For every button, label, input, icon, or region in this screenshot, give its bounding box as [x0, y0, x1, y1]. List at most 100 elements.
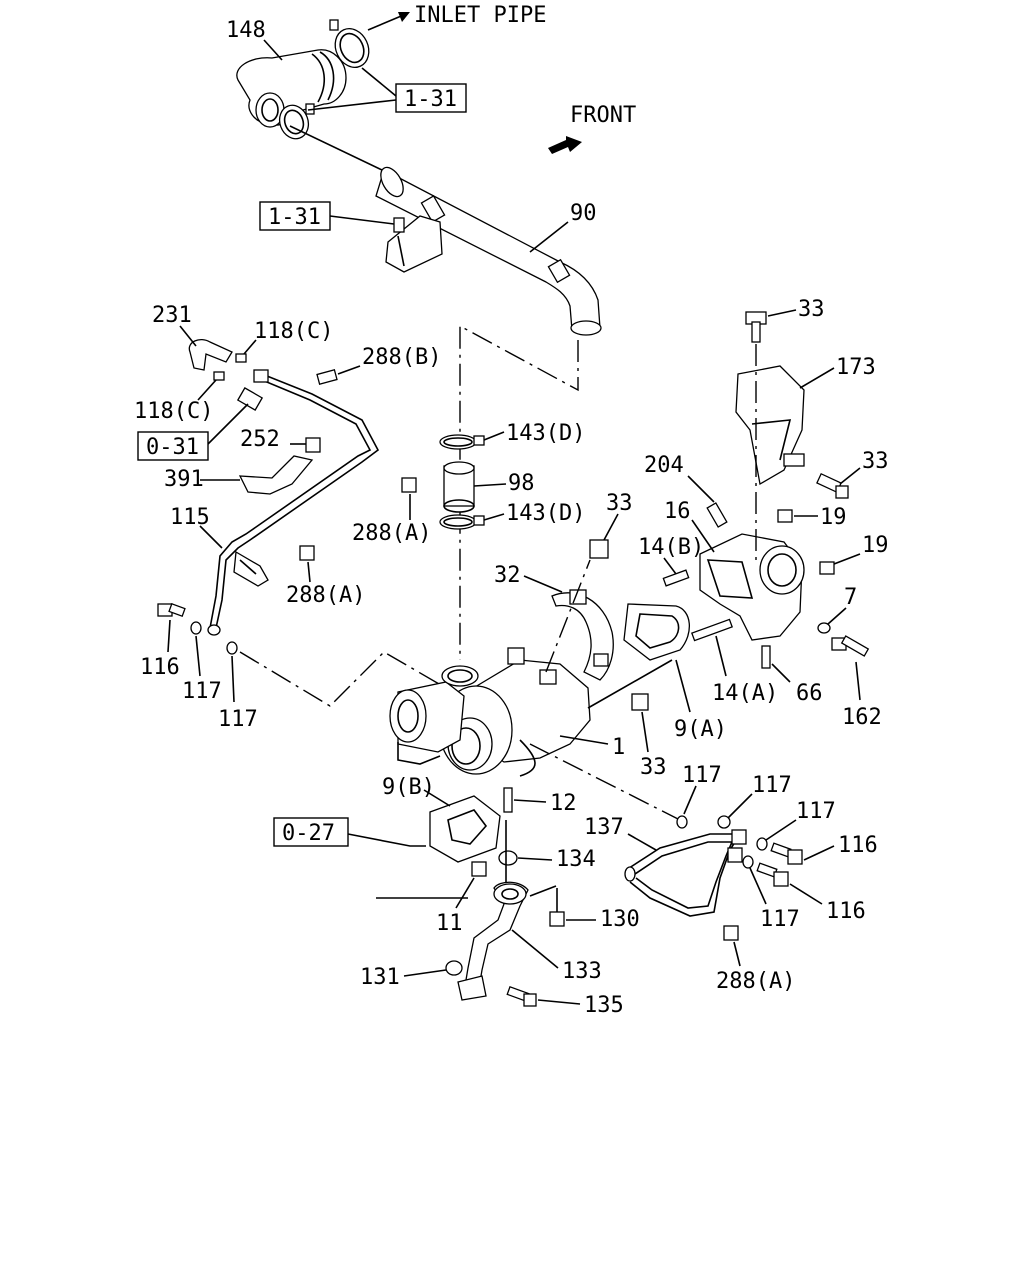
- callout-33-right: 33: [862, 449, 889, 474]
- stud-14b: [662, 569, 690, 587]
- callout-116-left: 116: [140, 655, 180, 680]
- bolt-288a-mid: [299, 545, 315, 561]
- assembly-line: [239, 651, 447, 707]
- callout-118c-upper: 118(C): [254, 319, 333, 344]
- callout-1: 1: [612, 735, 625, 760]
- pin-204: [706, 502, 728, 528]
- pipe-bracket: [385, 215, 443, 273]
- callout-19-a: 19: [820, 505, 847, 530]
- callout-33-mid: 33: [606, 491, 633, 516]
- callout-118c-lower: 118(C): [134, 399, 213, 424]
- callout-131: 131: [360, 965, 400, 990]
- callout-116-r1: 116: [838, 833, 878, 858]
- callout-19-b: 19: [862, 533, 889, 558]
- callout-7: 7: [844, 585, 857, 610]
- bolt-116-left: [157, 603, 186, 617]
- bracket-pipe-clip: [233, 550, 269, 587]
- callout-130: 130: [600, 907, 640, 932]
- bolt-288a-upper: [401, 477, 417, 493]
- connector-0-31: [236, 387, 264, 411]
- washer-134: [498, 850, 518, 866]
- callout-252: 252: [240, 427, 280, 452]
- callout-135: 135: [584, 993, 624, 1018]
- callout-33-low: 33: [640, 755, 667, 780]
- turbocharger-assembly-1: [389, 647, 591, 777]
- fitting-block: [727, 829, 747, 863]
- bolt-288a-lower: [723, 925, 739, 941]
- bolt-288b: [316, 369, 338, 385]
- callout-11: 11: [436, 911, 463, 936]
- callout-173: 173: [836, 355, 876, 380]
- hose-clamp-upper: [329, 19, 370, 68]
- callout-288a-upper: 288(A): [352, 521, 431, 546]
- callout-162: 162: [842, 705, 882, 730]
- clamp-143d-upper: [439, 434, 485, 450]
- callout-117-r1: 117: [682, 763, 722, 788]
- o-ring-131: [445, 960, 463, 976]
- callout-143d-upper: 143(D): [506, 421, 585, 446]
- callout-204: 204: [644, 453, 684, 478]
- callout-9b: 9(B): [382, 775, 435, 800]
- inlet-hose-148: [236, 49, 347, 128]
- clip-118c-upper: [235, 353, 247, 363]
- nut-11: [471, 861, 487, 877]
- assembly-line: [545, 559, 591, 673]
- stud-66: [761, 645, 771, 669]
- water-pipe-137: [624, 833, 742, 917]
- assembly-line: [529, 743, 681, 821]
- bolt-33-right: [816, 472, 849, 499]
- reference-box-0-31: [137, 431, 209, 461]
- bolt-252: [305, 437, 321, 453]
- callout-14b: 14(B): [638, 535, 704, 560]
- washer-117-a: [190, 621, 202, 635]
- callout-98: 98: [508, 471, 535, 496]
- callout-14a: 14(A): [712, 681, 778, 706]
- callout-115: 115: [170, 505, 210, 530]
- callout-288a-mid: 288(A): [286, 583, 365, 608]
- clamp-143d-lower: [439, 514, 485, 530]
- callout-288b: 288(B): [362, 345, 441, 370]
- front-arrow-icon: [548, 136, 582, 154]
- front-label: FRONT: [570, 103, 636, 128]
- intake-pipe-90: [375, 166, 602, 336]
- callout-137: 137: [584, 815, 624, 840]
- stud-12: [503, 787, 513, 813]
- nut-19-b: [819, 561, 835, 575]
- inlet-pipe-label: INLET PIPE: [414, 3, 546, 28]
- reference-box-0-27: [273, 817, 349, 847]
- callout-117-left-b: 117: [218, 707, 258, 732]
- callout-33-top: 33: [798, 297, 825, 322]
- callout-90: 90: [570, 201, 597, 226]
- bolt-33-low: [631, 693, 649, 711]
- gasket-9a: [623, 603, 690, 661]
- callout-9a: 9(A): [674, 717, 727, 742]
- washer-117-r4: [742, 855, 754, 869]
- hose-clamp-lower: [278, 103, 315, 140]
- bracket-391: [238, 455, 314, 495]
- callout-116-r2: 116: [826, 899, 866, 924]
- callout-117-r4: 117: [760, 907, 800, 932]
- ref-0-31: 0-31: [146, 435, 199, 460]
- washer-7: [817, 622, 831, 634]
- reference-box-1-31: [259, 201, 331, 231]
- nut-19-a: [777, 509, 793, 523]
- callout-117-r3: 117: [796, 799, 836, 824]
- bolt-116-r1: [770, 842, 803, 865]
- callout-66: 66: [796, 681, 823, 706]
- bolt-33-top: [745, 311, 767, 343]
- bolt-135: [506, 985, 537, 1007]
- callout-32: 32: [494, 563, 521, 588]
- sleeve-98: [443, 461, 475, 513]
- callout-12: 12: [550, 791, 577, 816]
- hose-231: [188, 338, 233, 371]
- ref-1-31-lower: 1-31: [268, 205, 321, 230]
- callout-133: 133: [562, 959, 602, 984]
- callout-288a-lower: 288(A): [716, 969, 795, 994]
- washer-117-r3: [756, 837, 768, 851]
- heat-shield-32: [551, 589, 614, 681]
- ref-0-27: 0-27: [282, 821, 335, 846]
- callout-143d-lower: 143(D): [506, 501, 585, 526]
- washer-117-b: [226, 641, 238, 655]
- exhaust-elbow-16: [699, 533, 805, 641]
